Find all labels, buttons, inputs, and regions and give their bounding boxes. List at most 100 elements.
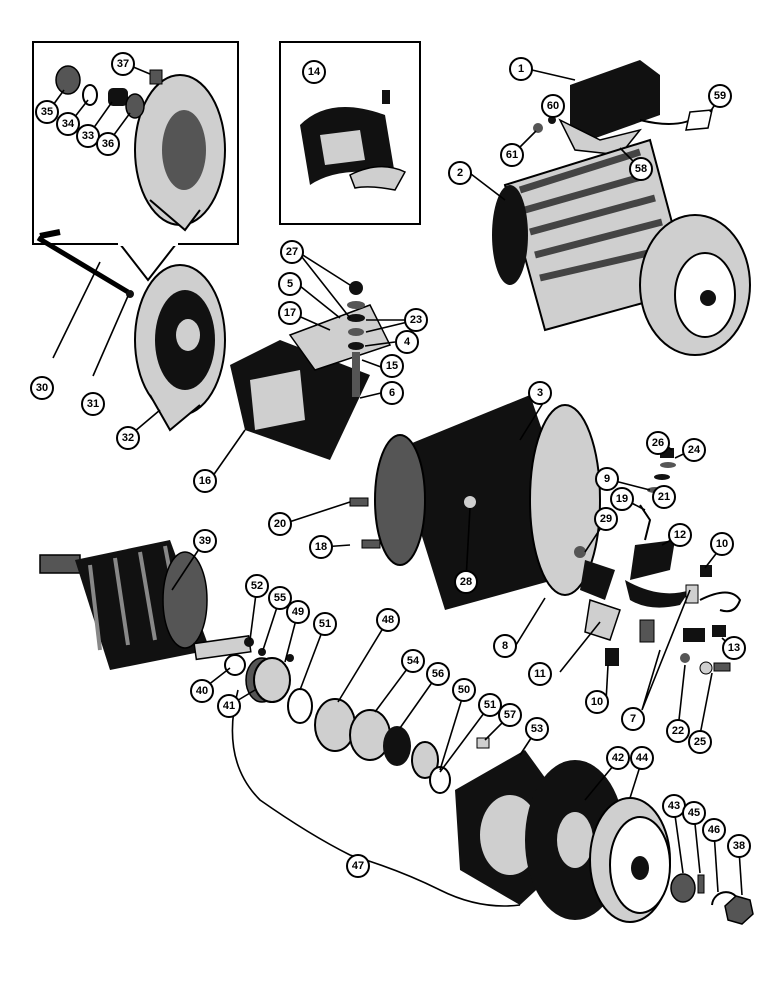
callout-3: 3 xyxy=(528,381,552,405)
callout-1-label: 1 xyxy=(518,63,524,75)
callout-61: 61 xyxy=(500,143,524,167)
thru-bolts xyxy=(36,229,134,298)
callout-25: 25 xyxy=(688,730,712,754)
callout-61-label: 61 xyxy=(506,149,518,161)
callout-37: 37 xyxy=(111,52,135,76)
callout-10-lower-label: 10 xyxy=(591,696,603,708)
leader-lines xyxy=(47,63,743,896)
callout-15: 15 xyxy=(380,354,404,378)
callout-46-label: 46 xyxy=(708,824,720,836)
callout-52-label: 52 xyxy=(251,580,263,592)
callout-42: 42 xyxy=(606,746,630,770)
callout-51-left: 51 xyxy=(313,612,337,636)
callout-12-label: 12 xyxy=(674,529,686,541)
callout-35-label: 35 xyxy=(41,106,53,118)
callout-22-label: 22 xyxy=(672,725,684,737)
callout-23: 23 xyxy=(404,308,428,332)
callout-41: 41 xyxy=(217,694,241,718)
callout-35: 35 xyxy=(35,100,59,124)
callout-11: 11 xyxy=(528,662,552,686)
callout-51-right: 51 xyxy=(478,693,502,717)
callout-55: 55 xyxy=(268,586,292,610)
callout-5-label: 5 xyxy=(287,278,293,290)
field-coils xyxy=(230,304,392,460)
callout-7-label: 7 xyxy=(630,713,636,725)
callout-25-label: 25 xyxy=(694,736,706,748)
callout-24-label: 24 xyxy=(688,444,701,456)
callout-21: 21 xyxy=(652,485,676,509)
callout-10-upper: 10 xyxy=(710,532,734,556)
callout-48: 48 xyxy=(376,608,400,632)
callout-6-label: 6 xyxy=(389,387,395,399)
armature xyxy=(39,540,252,670)
callout-4-label: 4 xyxy=(404,336,411,348)
callout-4: 4 xyxy=(395,330,419,354)
commutator-end-inset xyxy=(32,41,239,282)
callout-46: 46 xyxy=(702,818,726,842)
field-frame xyxy=(374,395,601,610)
generator-assembly xyxy=(492,138,751,356)
callout-34: 34 xyxy=(56,112,80,136)
callout-58: 58 xyxy=(629,157,653,181)
callout-19: 19 xyxy=(610,487,634,511)
callout-36: 36 xyxy=(96,132,120,156)
callout-60-label: 60 xyxy=(547,100,559,112)
callout-30-label: 30 xyxy=(36,382,48,394)
callout-56-label: 56 xyxy=(432,668,444,680)
callout-1: 1 xyxy=(509,57,533,81)
callout-7: 7 xyxy=(621,707,645,731)
callout-15-label: 15 xyxy=(386,360,398,372)
callout-39: 39 xyxy=(193,529,217,553)
callout-18-label: 18 xyxy=(315,541,327,553)
callout-53-label: 53 xyxy=(531,723,543,735)
callout-44: 44 xyxy=(630,746,654,770)
callout-20-label: 20 xyxy=(274,518,286,530)
callout-47: 47 xyxy=(346,854,370,878)
callout-32-label: 32 xyxy=(122,432,134,444)
callout-28: 28 xyxy=(454,570,478,594)
callout-50: 50 xyxy=(452,678,476,702)
callout-54-label: 54 xyxy=(407,655,420,667)
callout-47-label: 47 xyxy=(352,860,364,872)
callout-26-label: 26 xyxy=(652,437,664,449)
voltage-regulator xyxy=(533,60,713,156)
callout-36-label: 36 xyxy=(102,138,114,150)
callout-58-label: 58 xyxy=(635,163,647,175)
callout-13: 13 xyxy=(722,636,746,660)
callout-57: 57 xyxy=(498,703,522,727)
callout-45-label: 45 xyxy=(688,807,700,819)
callout-49: 49 xyxy=(286,600,310,624)
callout-2-label: 2 xyxy=(457,167,463,179)
callout-49-label: 49 xyxy=(292,606,304,618)
drive-end-bearing-parts xyxy=(224,637,490,794)
callout-42-label: 42 xyxy=(612,752,624,764)
callout-3-label: 3 xyxy=(537,387,543,399)
callout-20: 20 xyxy=(268,512,292,536)
terminal-stack xyxy=(347,281,365,397)
callout-40-label: 40 xyxy=(196,685,208,697)
callout-8: 8 xyxy=(493,634,517,658)
callout-57-label: 57 xyxy=(504,709,516,721)
callout-59-label: 59 xyxy=(714,90,726,102)
callout-8-label: 8 xyxy=(502,640,508,652)
callout-29: 29 xyxy=(594,507,618,531)
callout-23-label: 23 xyxy=(410,314,422,326)
callout-11-label: 11 xyxy=(534,668,546,680)
drive-end-frame-fan-pulley xyxy=(455,750,754,925)
callout-16: 16 xyxy=(193,469,217,493)
callout-14-label: 14 xyxy=(308,66,321,78)
callout-32: 32 xyxy=(116,426,140,450)
callout-28-label: 28 xyxy=(460,576,472,588)
callout-59: 59 xyxy=(708,84,732,108)
callout-6: 6 xyxy=(380,381,404,405)
callout-43-label: 43 xyxy=(668,800,680,812)
callout-10-lower: 10 xyxy=(585,690,609,714)
callout-50-label: 50 xyxy=(458,684,470,696)
callout-52: 52 xyxy=(245,574,269,598)
callout-33-label: 33 xyxy=(82,130,94,142)
callout-12: 12 xyxy=(668,523,692,547)
callout-16-label: 16 xyxy=(199,475,211,487)
callout-45: 45 xyxy=(682,801,706,825)
callout-10-upper-label: 10 xyxy=(716,538,728,550)
